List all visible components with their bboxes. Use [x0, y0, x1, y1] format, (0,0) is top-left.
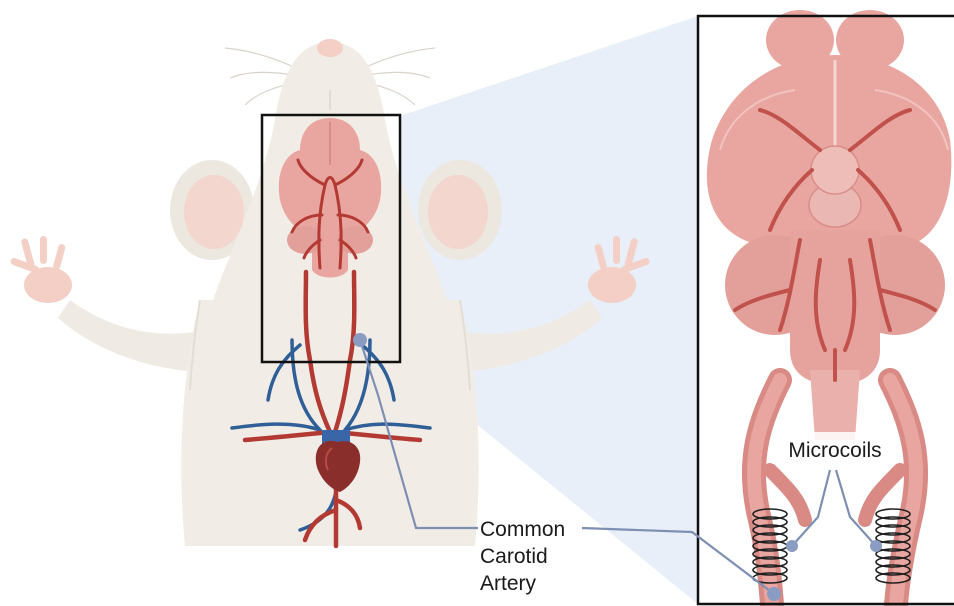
carotid-label-line-2: Carotid	[480, 545, 548, 568]
microcoils-label: Microcoils	[788, 439, 881, 462]
nose	[317, 39, 343, 57]
right-coil-marker-dot	[870, 540, 882, 552]
carotid-marker-dot	[353, 333, 367, 347]
carotid-label-line-3: Artery	[480, 572, 537, 595]
carotid-label-line-1: Common	[480, 518, 565, 541]
zoom-panel	[698, 10, 954, 604]
left-arm	[58, 300, 210, 372]
left-coil-marker-dot	[786, 540, 798, 552]
left-hand	[10, 236, 72, 303]
panel-carotid-marker-dot	[767, 587, 781, 601]
